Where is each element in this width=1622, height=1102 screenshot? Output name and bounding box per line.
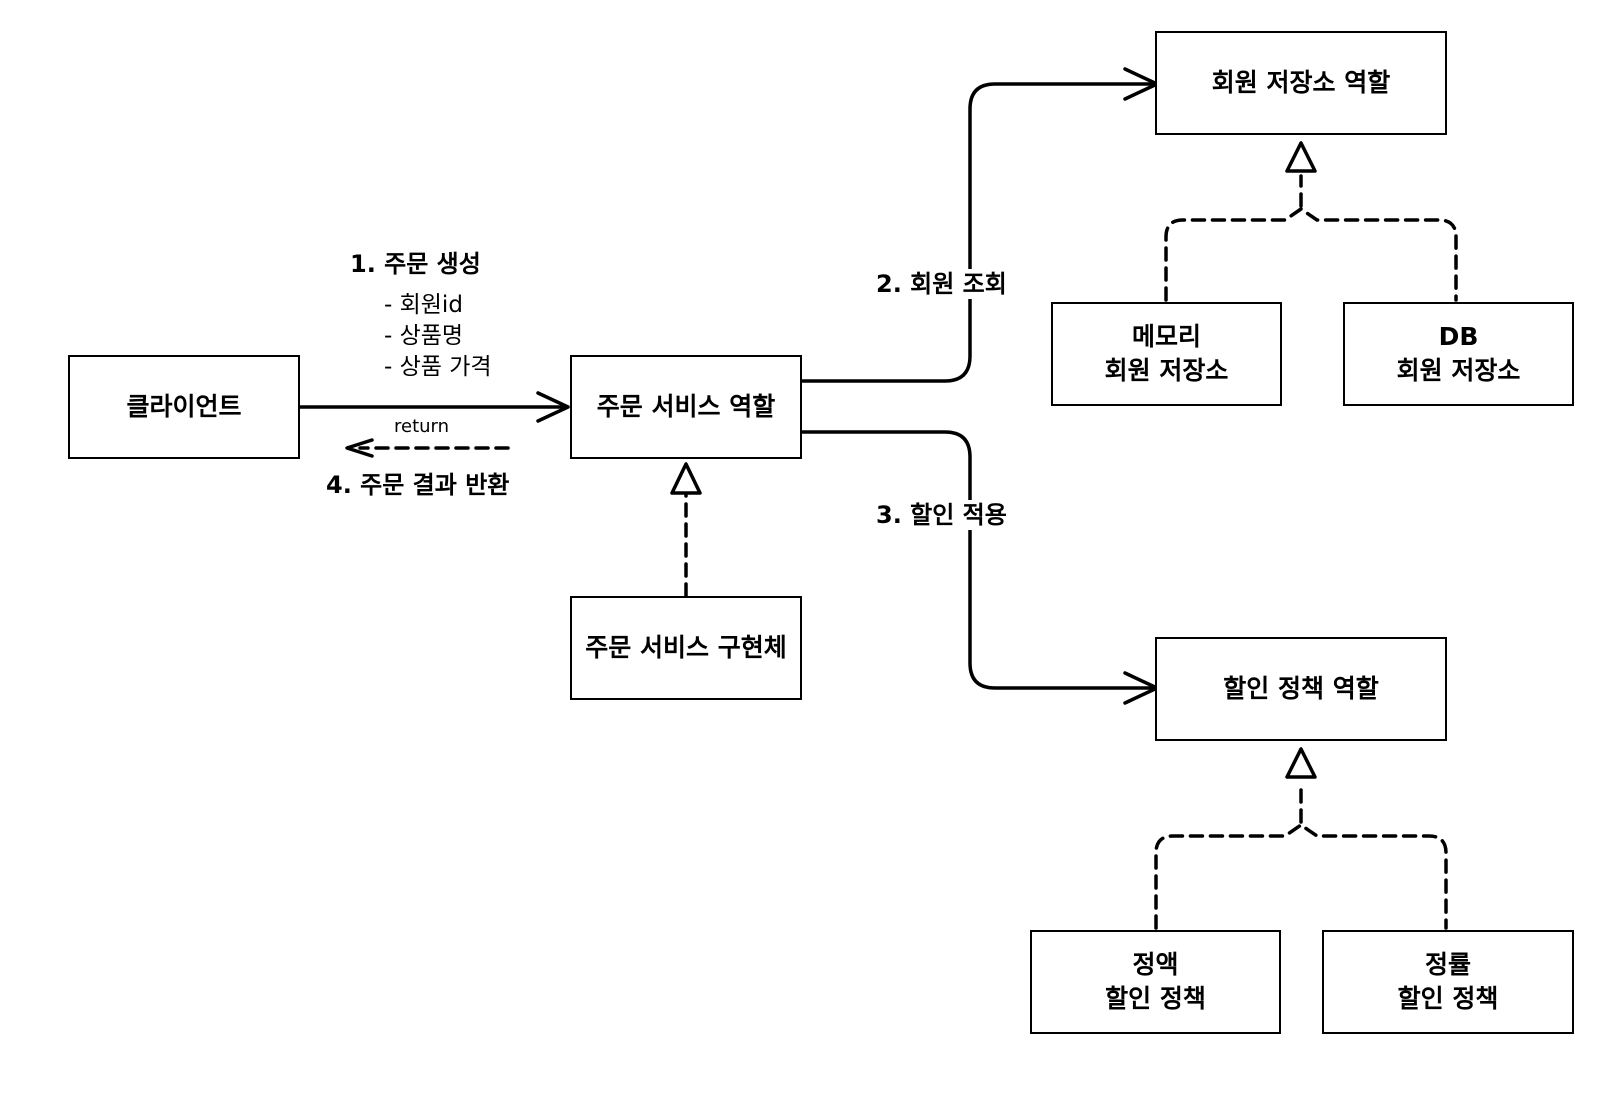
- rate-policy-label-line2: 할인 정책: [1397, 984, 1499, 1013]
- member-repo-role-label: 회원 저장소 역할: [1211, 68, 1391, 97]
- db-repo-label-line1: DB: [1438, 322, 1479, 351]
- order-service-impl-label: 주문 서비스 구현체: [585, 633, 787, 662]
- client-box[interactable]: 클라이언트: [68, 355, 300, 459]
- apply-discount-label: 3. 할인 적용: [876, 500, 1007, 530]
- member-repo-realization: [1164, 141, 1458, 302]
- member-repo-role-box[interactable]: 회원 저장소 역할: [1155, 31, 1447, 135]
- fixed-policy-label-line1: 정액: [1132, 950, 1179, 979]
- order-service-role-label: 주문 서비스 역할: [596, 392, 776, 421]
- db-repo-box[interactable]: DB 회원 저장소: [1343, 302, 1574, 406]
- discount-policy-role-box[interactable]: 할인 정책 역할: [1155, 637, 1447, 741]
- db-repo-label-line2: 회원 저장소: [1396, 356, 1521, 385]
- discount-policy-realization: [1154, 747, 1448, 930]
- order-service-role-box[interactable]: 주문 서비스 역할: [570, 355, 802, 459]
- apply-discount-arrow: [800, 430, 1159, 705]
- return-label: return: [394, 416, 450, 437]
- create-order-title: 1. 주문 생성: [350, 250, 481, 278]
- fixed-policy-box[interactable]: 정액 할인 정책: [1030, 930, 1281, 1034]
- order-impl-realization: [670, 462, 702, 598]
- memory-repo-box[interactable]: 메모리 회원 저장소: [1051, 302, 1282, 406]
- member-lookup-label: 2. 회원 조회: [876, 269, 1007, 299]
- return-result-label: 4. 주문 결과 반환: [326, 471, 510, 499]
- client-label: 클라이언트: [126, 392, 242, 421]
- fixed-policy-label-line2: 할인 정책: [1105, 984, 1206, 1013]
- create-order-arrow: [298, 391, 570, 423]
- memory-repo-label-line1: 메모리: [1131, 322, 1201, 351]
- order-service-impl-box[interactable]: 주문 서비스 구현체: [570, 596, 802, 700]
- create-order-detail-price: - 상품 가격: [384, 354, 492, 380]
- create-order-detail-member-id: - 회원id: [384, 292, 463, 318]
- discount-policy-role-label: 할인 정책 역할: [1223, 674, 1379, 703]
- memory-repo-label-line2: 회원 저장소: [1104, 356, 1229, 385]
- rate-policy-box[interactable]: 정률 할인 정책: [1322, 930, 1574, 1034]
- create-order-detail-product-name: - 상품명: [384, 323, 464, 349]
- return-arrow: [345, 438, 510, 458]
- rate-policy-label-line1: 정률: [1424, 950, 1471, 979]
